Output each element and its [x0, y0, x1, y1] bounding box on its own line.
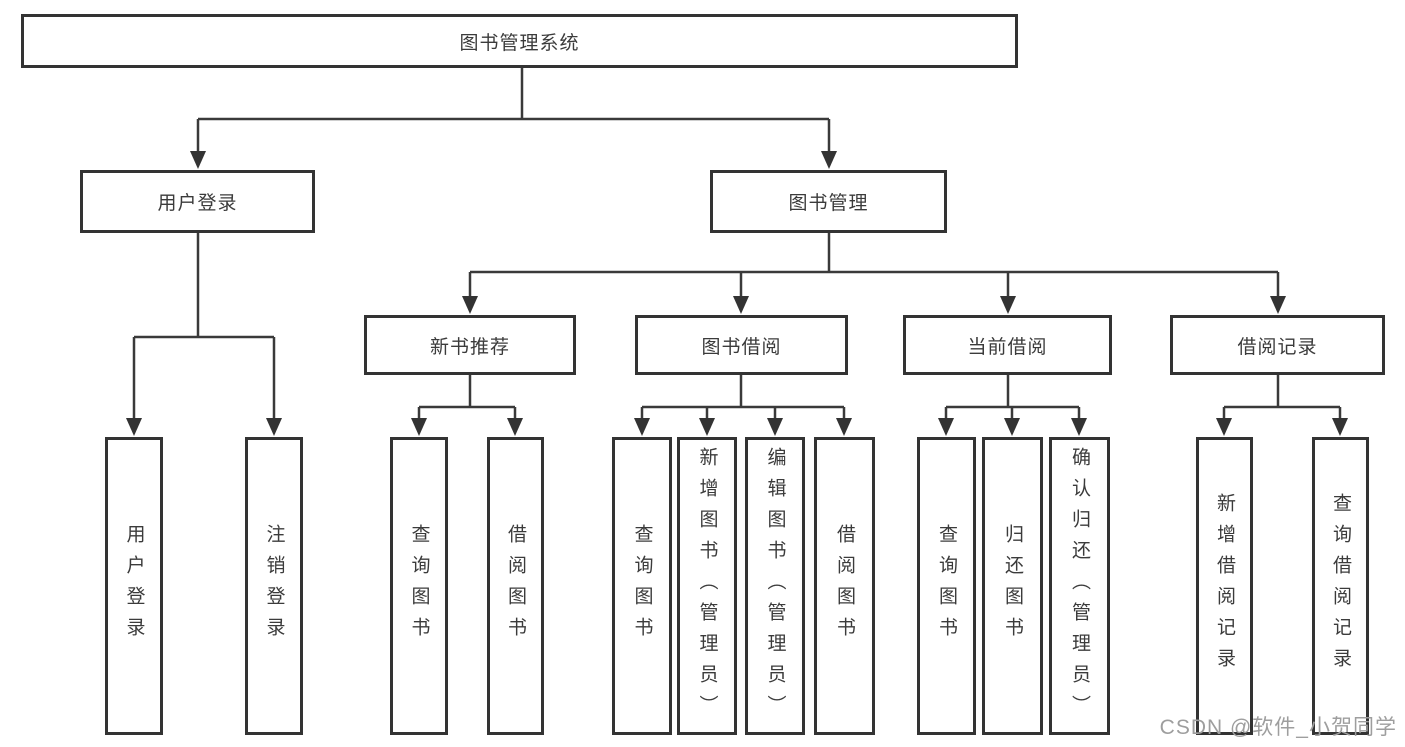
- node-borrowing-records: 借阅记录: [1170, 315, 1385, 375]
- node-label: 新增借阅记录: [1214, 493, 1235, 679]
- node-leaf-edit-books-admin: 编辑图书（管理员）: [745, 437, 805, 735]
- node-label: 图书管理系统: [459, 32, 580, 54]
- node-leaf-return-books: 归还图书: [982, 437, 1043, 735]
- node-leaf-logout: 注销登录: [245, 437, 303, 735]
- node-user-login: 用户登录: [80, 170, 315, 233]
- node-label: 新书推荐: [429, 336, 510, 358]
- node-label: 当前借阅: [967, 336, 1048, 358]
- node-label: 查询图书: [936, 524, 957, 648]
- node-label: 查询图书: [631, 524, 653, 648]
- node-label: 注销登录: [263, 524, 285, 648]
- node-label: 图书借阅: [701, 336, 782, 358]
- node-label: 借阅图书: [505, 524, 526, 648]
- node-label: 查询借阅记录: [1330, 493, 1351, 679]
- node-book-management: 图书管理: [710, 170, 947, 233]
- node-leaf-query-books-current: 查询图书: [917, 437, 976, 735]
- node-label: 新增图书（管理员）: [696, 446, 718, 726]
- node-label: 用户登录: [123, 524, 145, 648]
- node-label: 借阅记录: [1237, 336, 1318, 358]
- node-leaf-user-login: 用户登录: [105, 437, 163, 735]
- csdn-watermark: CSDN @软件_小贺同学: [1159, 716, 1397, 739]
- node-leaf-borrow-books: 借阅图书: [814, 437, 875, 735]
- node-label: 归还图书: [1002, 524, 1023, 648]
- node-leaf-borrow-books-recommend: 借阅图书: [487, 437, 544, 735]
- node-label: 图书管理: [788, 193, 869, 214]
- node-leaf-query-books-recommend: 查询图书: [390, 437, 448, 735]
- node-current-borrowing: 当前借阅: [903, 315, 1112, 375]
- node-label: 确认归还（管理员）: [1069, 446, 1090, 726]
- node-leaf-add-books-admin: 新增图书（管理员）: [677, 437, 737, 735]
- node-leaf-query-borrow-record: 查询借阅记录: [1312, 437, 1369, 735]
- node-new-book-recommend: 新书推荐: [364, 315, 576, 375]
- node-book-borrowing: 图书借阅: [635, 315, 848, 375]
- node-leaf-confirm-return-admin: 确认归还（管理员）: [1049, 437, 1110, 735]
- node-library-management-system: 图书管理系统: [21, 14, 1018, 68]
- node-leaf-add-borrow-record: 新增借阅记录: [1196, 437, 1253, 735]
- node-label: 用户登录: [157, 193, 238, 214]
- node-label: 借阅图书: [834, 524, 855, 648]
- node-label: 查询图书: [408, 524, 430, 648]
- node-leaf-query-books-borrow: 查询图书: [612, 437, 672, 735]
- node-label: 编辑图书（管理员）: [764, 446, 786, 726]
